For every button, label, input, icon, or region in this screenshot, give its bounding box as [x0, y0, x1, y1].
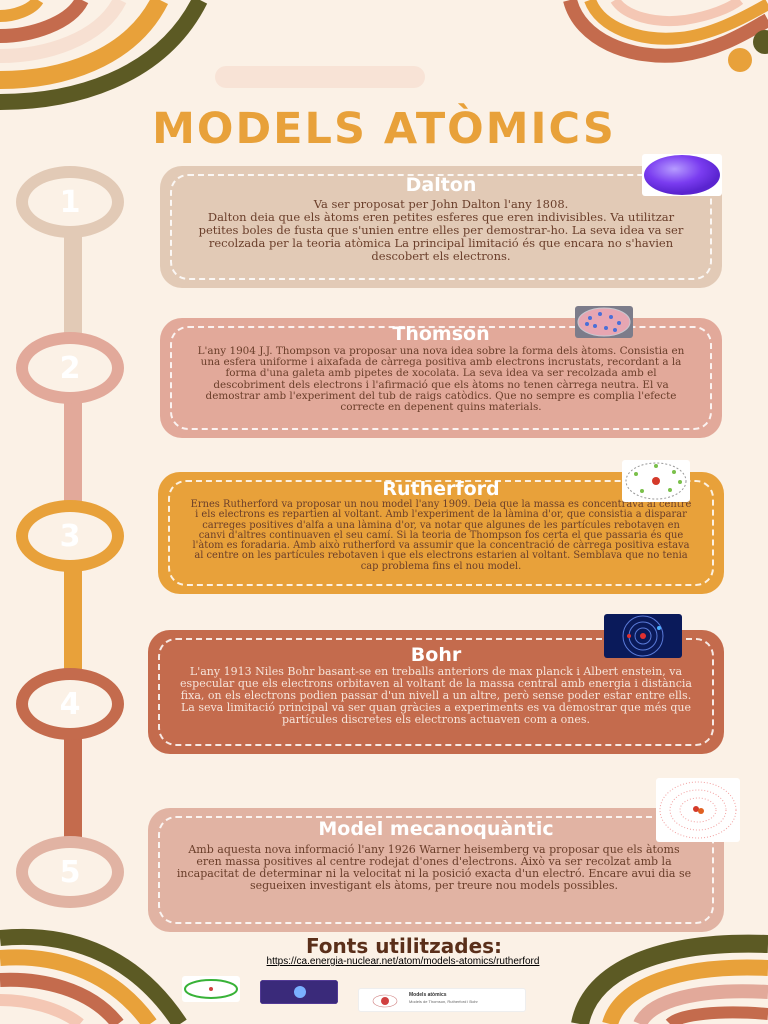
model-card-thomson: Thomson L'any 1904 J.J. Thompson va prop…	[160, 318, 722, 438]
header-smudge	[215, 66, 425, 88]
source-thumbnail-2[interactable]	[260, 980, 338, 1004]
thomson-plum-pudding-image	[575, 306, 633, 338]
source-thumbnail-1[interactable]	[182, 976, 240, 1002]
step-number: 2	[59, 350, 81, 386]
step-number-circle-1: 1	[16, 166, 124, 238]
card-dashed-border	[170, 174, 712, 280]
step-number: 5	[59, 854, 81, 890]
card-heading: Bohr	[410, 644, 462, 666]
step-number-circle-4: 4	[16, 668, 124, 740]
model-card-quantum: Model mecanoquàntic Amb aquesta nova inf…	[148, 808, 724, 932]
source-thumbnail-3-title: Models atòmics	[409, 992, 447, 998]
card-heading: Model mecanoquàntic	[318, 818, 554, 840]
timeline-segment-4	[64, 734, 82, 844]
card-dashed-border	[158, 638, 714, 746]
card-heading: Thomson	[392, 323, 490, 345]
card-heading: Rutherford	[382, 478, 500, 500]
step-number-circle-2: 2	[16, 332, 124, 404]
source-thumbnail-3-subtitle: Models de Thomson, Rutherford i Bohr	[409, 999, 478, 1004]
step-number: 4	[59, 686, 81, 722]
card-text: Amb aquesta nova informació l'any 1926 W…	[176, 843, 692, 893]
top-left-swirl-decoration	[0, 0, 208, 110]
timeline-segment-2	[64, 398, 82, 510]
quantum-electron-cloud-image	[656, 778, 740, 842]
source-link[interactable]: https://ca.energia-nuclear.net/atom/mode…	[266, 956, 540, 967]
timeline-segment-3	[64, 568, 82, 678]
step-number: 1	[59, 184, 81, 220]
card-dashed-border	[168, 480, 714, 586]
top-right-swirl-decoration	[563, 0, 768, 72]
bottom-right-swirl-decoration	[571, 934, 768, 1024]
step-number: 3	[59, 518, 81, 554]
card-text: L'any 1904 J.J. Thompson va proposar una…	[197, 345, 685, 414]
rutherford-atom-image	[622, 460, 690, 502]
dalton-sphere-image	[642, 154, 722, 196]
step-number-circle-3: 3	[16, 500, 124, 572]
source-thumbnail-3[interactable]: Models atòmics Models de Thomson, Ruther…	[358, 988, 526, 1012]
step-number-circle-5: 5	[16, 836, 124, 908]
page-title: MODELS ATÒMICS	[152, 104, 616, 154]
card-dashed-border	[170, 326, 712, 430]
model-card-dalton: Dalton Va ser proposat per John Dalton l…	[160, 166, 722, 288]
bohr-atom-image	[604, 614, 682, 658]
timeline-segment-1	[64, 232, 82, 340]
card-heading: Dalton	[405, 174, 477, 196]
sources-title: Fonts utilitzades:	[305, 934, 503, 958]
card-dashed-border	[158, 816, 714, 924]
card-text: Va ser proposat per John Dalton l'any 18…	[198, 197, 684, 263]
bottom-left-swirl-decoration	[0, 928, 187, 1024]
card-text: L'any 1913 Niles Bohr basant-se en treba…	[180, 665, 692, 727]
card-text: Ernes Rutherford va proposar un nou mode…	[190, 499, 692, 572]
